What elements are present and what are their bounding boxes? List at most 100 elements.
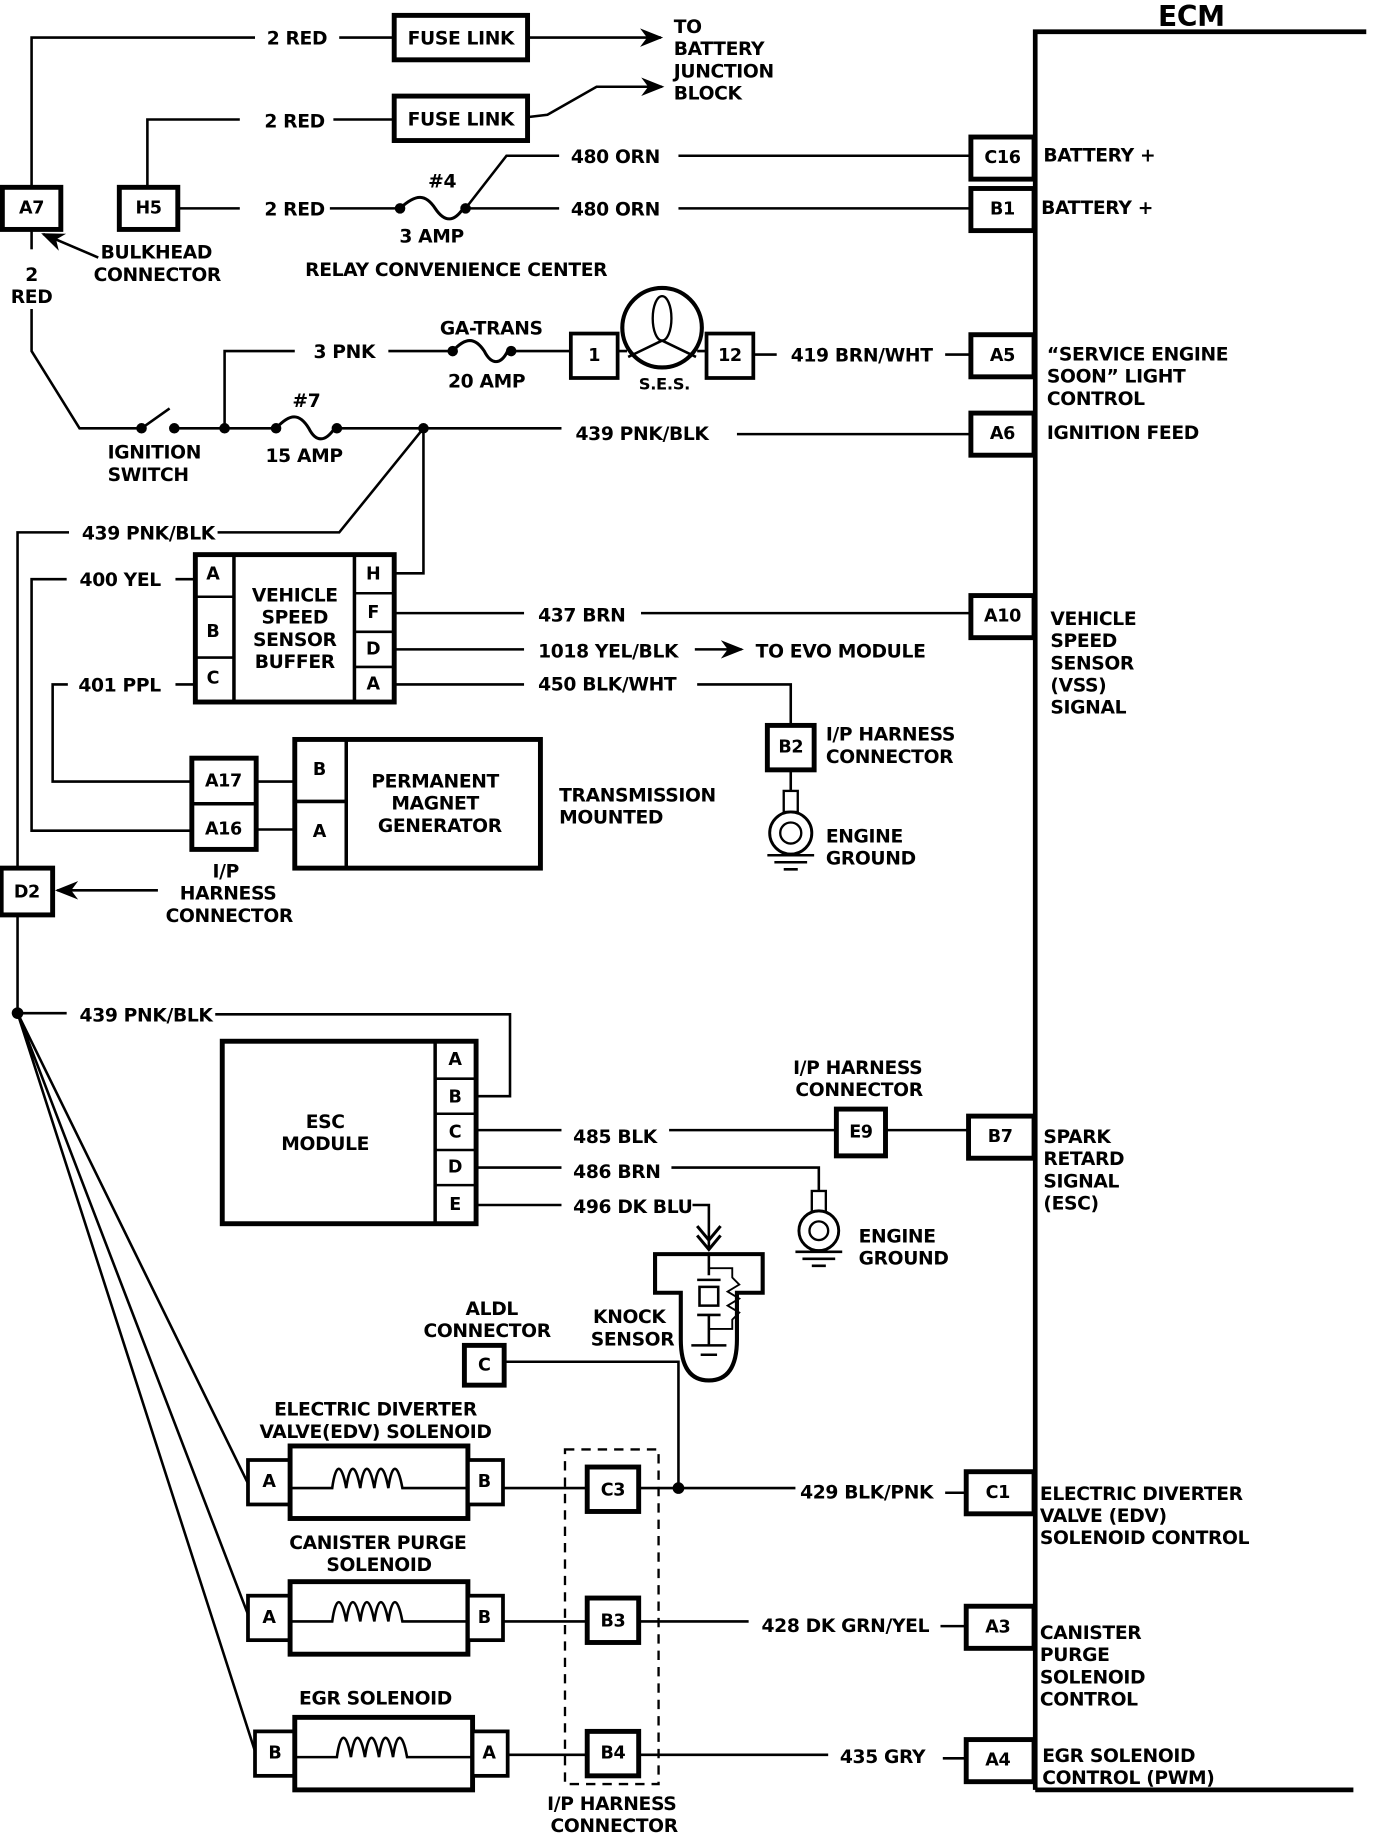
esc-name: ESC bbox=[306, 1112, 345, 1133]
ses-pin-1-label: 1 bbox=[588, 346, 600, 366]
ecm-pin-description: CONTROL (PWM) bbox=[1042, 1768, 1214, 1789]
coil-icon bbox=[290, 1600, 468, 1623]
esc-pin: C bbox=[449, 1122, 462, 1142]
to-battery-label: BATTERY bbox=[674, 39, 765, 60]
wire-label: 485 BLK bbox=[573, 1127, 659, 1148]
wire-label: 2 RED bbox=[264, 199, 324, 220]
ecm-pin-label: A4 bbox=[985, 1751, 1010, 1771]
ecm-pin-description: RETARD bbox=[1043, 1149, 1124, 1170]
solenoid-edv: ELECTRIC DIVERTER VALVE(EDV) SOLENOID A … bbox=[246, 1400, 505, 1521]
ses-label: S.E.S. bbox=[639, 375, 690, 394]
pmg-pin: B bbox=[313, 760, 326, 780]
vss-pin: A bbox=[206, 565, 220, 585]
ignition-section: IGNITION SWITCH #7 15 AMP 439 PNK/BLK 3 … bbox=[16, 285, 971, 869]
wire-label: 3 PNK bbox=[313, 342, 376, 363]
wire-label: 1018 YEL/BLK bbox=[538, 642, 680, 663]
wire-label: 439 PNK/BLK bbox=[576, 424, 711, 445]
esc-name: MODULE bbox=[281, 1134, 369, 1155]
engine-ground-label: ENGINE bbox=[859, 1226, 936, 1247]
wire-label: RED bbox=[11, 287, 53, 308]
ecm-pin-b1: B1 BATTERY + bbox=[968, 186, 1153, 234]
engine-ground-icon bbox=[795, 1189, 843, 1268]
relay-center-label: RELAY CONVENIENCE CENTER bbox=[305, 260, 608, 281]
ecm-pin-description: PURGE bbox=[1040, 1645, 1110, 1666]
fuse-4-number: #4 bbox=[428, 171, 456, 192]
knock-sensor-label: KNOCK bbox=[593, 1307, 667, 1328]
vss-pin: C bbox=[207, 669, 220, 689]
solenoid-pin: B bbox=[268, 1744, 281, 1764]
esc-pin: D bbox=[448, 1158, 462, 1178]
connector-d2-label: D2 bbox=[14, 883, 40, 903]
coil-icon bbox=[294, 1736, 473, 1759]
aldl-label: ALDL bbox=[466, 1299, 519, 1320]
solenoid-canister-purge: CANISTER PURGE SOLENOID A B bbox=[246, 1533, 505, 1657]
solenoid-pin: B bbox=[478, 1472, 491, 1492]
bulkhead-label: BULKHEAD bbox=[101, 243, 212, 264]
esc-pin: B bbox=[449, 1087, 462, 1107]
engine-ground-label: GROUND bbox=[826, 849, 916, 870]
wire-label: 480 ORN bbox=[571, 147, 660, 168]
connector-e9 bbox=[833, 1106, 888, 1159]
vss-buffer-name: SENSOR bbox=[253, 630, 338, 651]
ecm-pin-description: SIGNAL bbox=[1043, 1171, 1119, 1192]
ecm-pin-description: VEHICLE bbox=[1050, 609, 1136, 630]
ecm-pin-description: EGR SOLENOID bbox=[1042, 1746, 1195, 1767]
fuse-7 bbox=[274, 415, 336, 441]
ses-pin-1 bbox=[568, 331, 620, 380]
solenoid-name: SOLENOID bbox=[326, 1555, 431, 1576]
ecm-pin-description: (ESC) bbox=[1043, 1194, 1098, 1215]
ecm-pin-label: C1 bbox=[986, 1483, 1010, 1503]
solenoid-pin: A bbox=[262, 1472, 276, 1492]
wire-label: 401 PPL bbox=[78, 675, 161, 696]
harness-label: HARNESS bbox=[180, 884, 277, 905]
ecm-pin-description: BATTERY + bbox=[1043, 146, 1155, 167]
solenoid-egr: EGR SOLENOID B A bbox=[253, 1688, 510, 1793]
vss-pin: A bbox=[367, 674, 381, 694]
wire-label: 2 RED bbox=[264, 112, 324, 133]
aldl-label: CONNECTOR bbox=[423, 1321, 551, 1342]
wire-label: 429 BLK/PNK bbox=[800, 1483, 935, 1504]
fuse-link-1 bbox=[391, 12, 531, 63]
ga-trans-fuse-label: GA-TRANS bbox=[440, 319, 543, 340]
ecm-pin-description: “SERVICE ENGINE bbox=[1047, 344, 1228, 365]
ecm-pin-description: CONTROL bbox=[1040, 1690, 1138, 1711]
wire-label: 439 PNK/BLK bbox=[82, 523, 217, 544]
ecm-pin-description: SOLENOID CONTROL bbox=[1040, 1528, 1250, 1549]
harness-pin-label: B3 bbox=[601, 1611, 626, 1631]
wire-label: 480 ORN bbox=[571, 199, 660, 220]
wire-label: 496 DK BLU bbox=[573, 1197, 692, 1218]
wire-label: 439 PNK/BLK bbox=[80, 1005, 215, 1026]
harness-pin: A17 bbox=[205, 772, 242, 792]
harness-label: I/P HARNESS bbox=[793, 1058, 922, 1079]
ignition-switch-label: IGNITION bbox=[108, 443, 201, 464]
ecm-block: ECM bbox=[1032, 0, 1367, 1793]
connector-e9-label: E9 bbox=[849, 1122, 873, 1142]
vss-buffer-name: BUFFER bbox=[255, 652, 336, 673]
to-battery-label: TO bbox=[674, 17, 702, 38]
solenoid-pin: A bbox=[482, 1744, 496, 1764]
wire-label: 428 DK GRN/YEL bbox=[762, 1616, 930, 1637]
permanent-magnet-generator: A17 A16 B A PERMANENT MAGNET GENERATOR bbox=[189, 736, 543, 871]
ecm-pin-description: SPARK bbox=[1043, 1127, 1112, 1148]
pmg-pin: A bbox=[313, 822, 327, 842]
ecm-pin-a6: A6 IGNITION FEED bbox=[968, 410, 1199, 458]
ses-bulb-icon bbox=[620, 285, 704, 370]
ecm-pin-label: A3 bbox=[985, 1617, 1010, 1637]
fuse-link-label: FUSE LINK bbox=[408, 29, 516, 50]
engine-ground-icon bbox=[767, 769, 815, 871]
battery-feed-section: 2 RED FUSE LINK TO BATTERY JUNCTION BLOC… bbox=[0, 12, 971, 308]
ecm-pin-label: B1 bbox=[990, 200, 1015, 220]
pmg-name: MAGNET bbox=[391, 794, 479, 815]
ecm-pin-a4: A4 EGR SOLENOID CONTROL (PWM) bbox=[963, 1737, 1215, 1789]
ecm-pin-description: ELECTRIC DIVERTER bbox=[1040, 1484, 1244, 1505]
esc-pin: A bbox=[448, 1050, 462, 1070]
ecm-pin-description: SPEED bbox=[1050, 631, 1117, 652]
to-battery-label: BLOCK bbox=[674, 84, 744, 105]
fuse-4-rating: 3 AMP bbox=[399, 226, 464, 247]
harness-label: I/P bbox=[213, 861, 239, 882]
solenoid-name: ELECTRIC DIVERTER bbox=[274, 1400, 478, 1421]
ecm-pin-c1: C1 ELECTRIC DIVERTER VALVE (EDV) SOLENOI… bbox=[963, 1469, 1250, 1549]
knock-sensor-label: SENSOR bbox=[591, 1329, 676, 1350]
ecm-pin-a10: A10 VEHICLE SPEED SENSOR (VSS) SIGNAL bbox=[968, 593, 1137, 719]
